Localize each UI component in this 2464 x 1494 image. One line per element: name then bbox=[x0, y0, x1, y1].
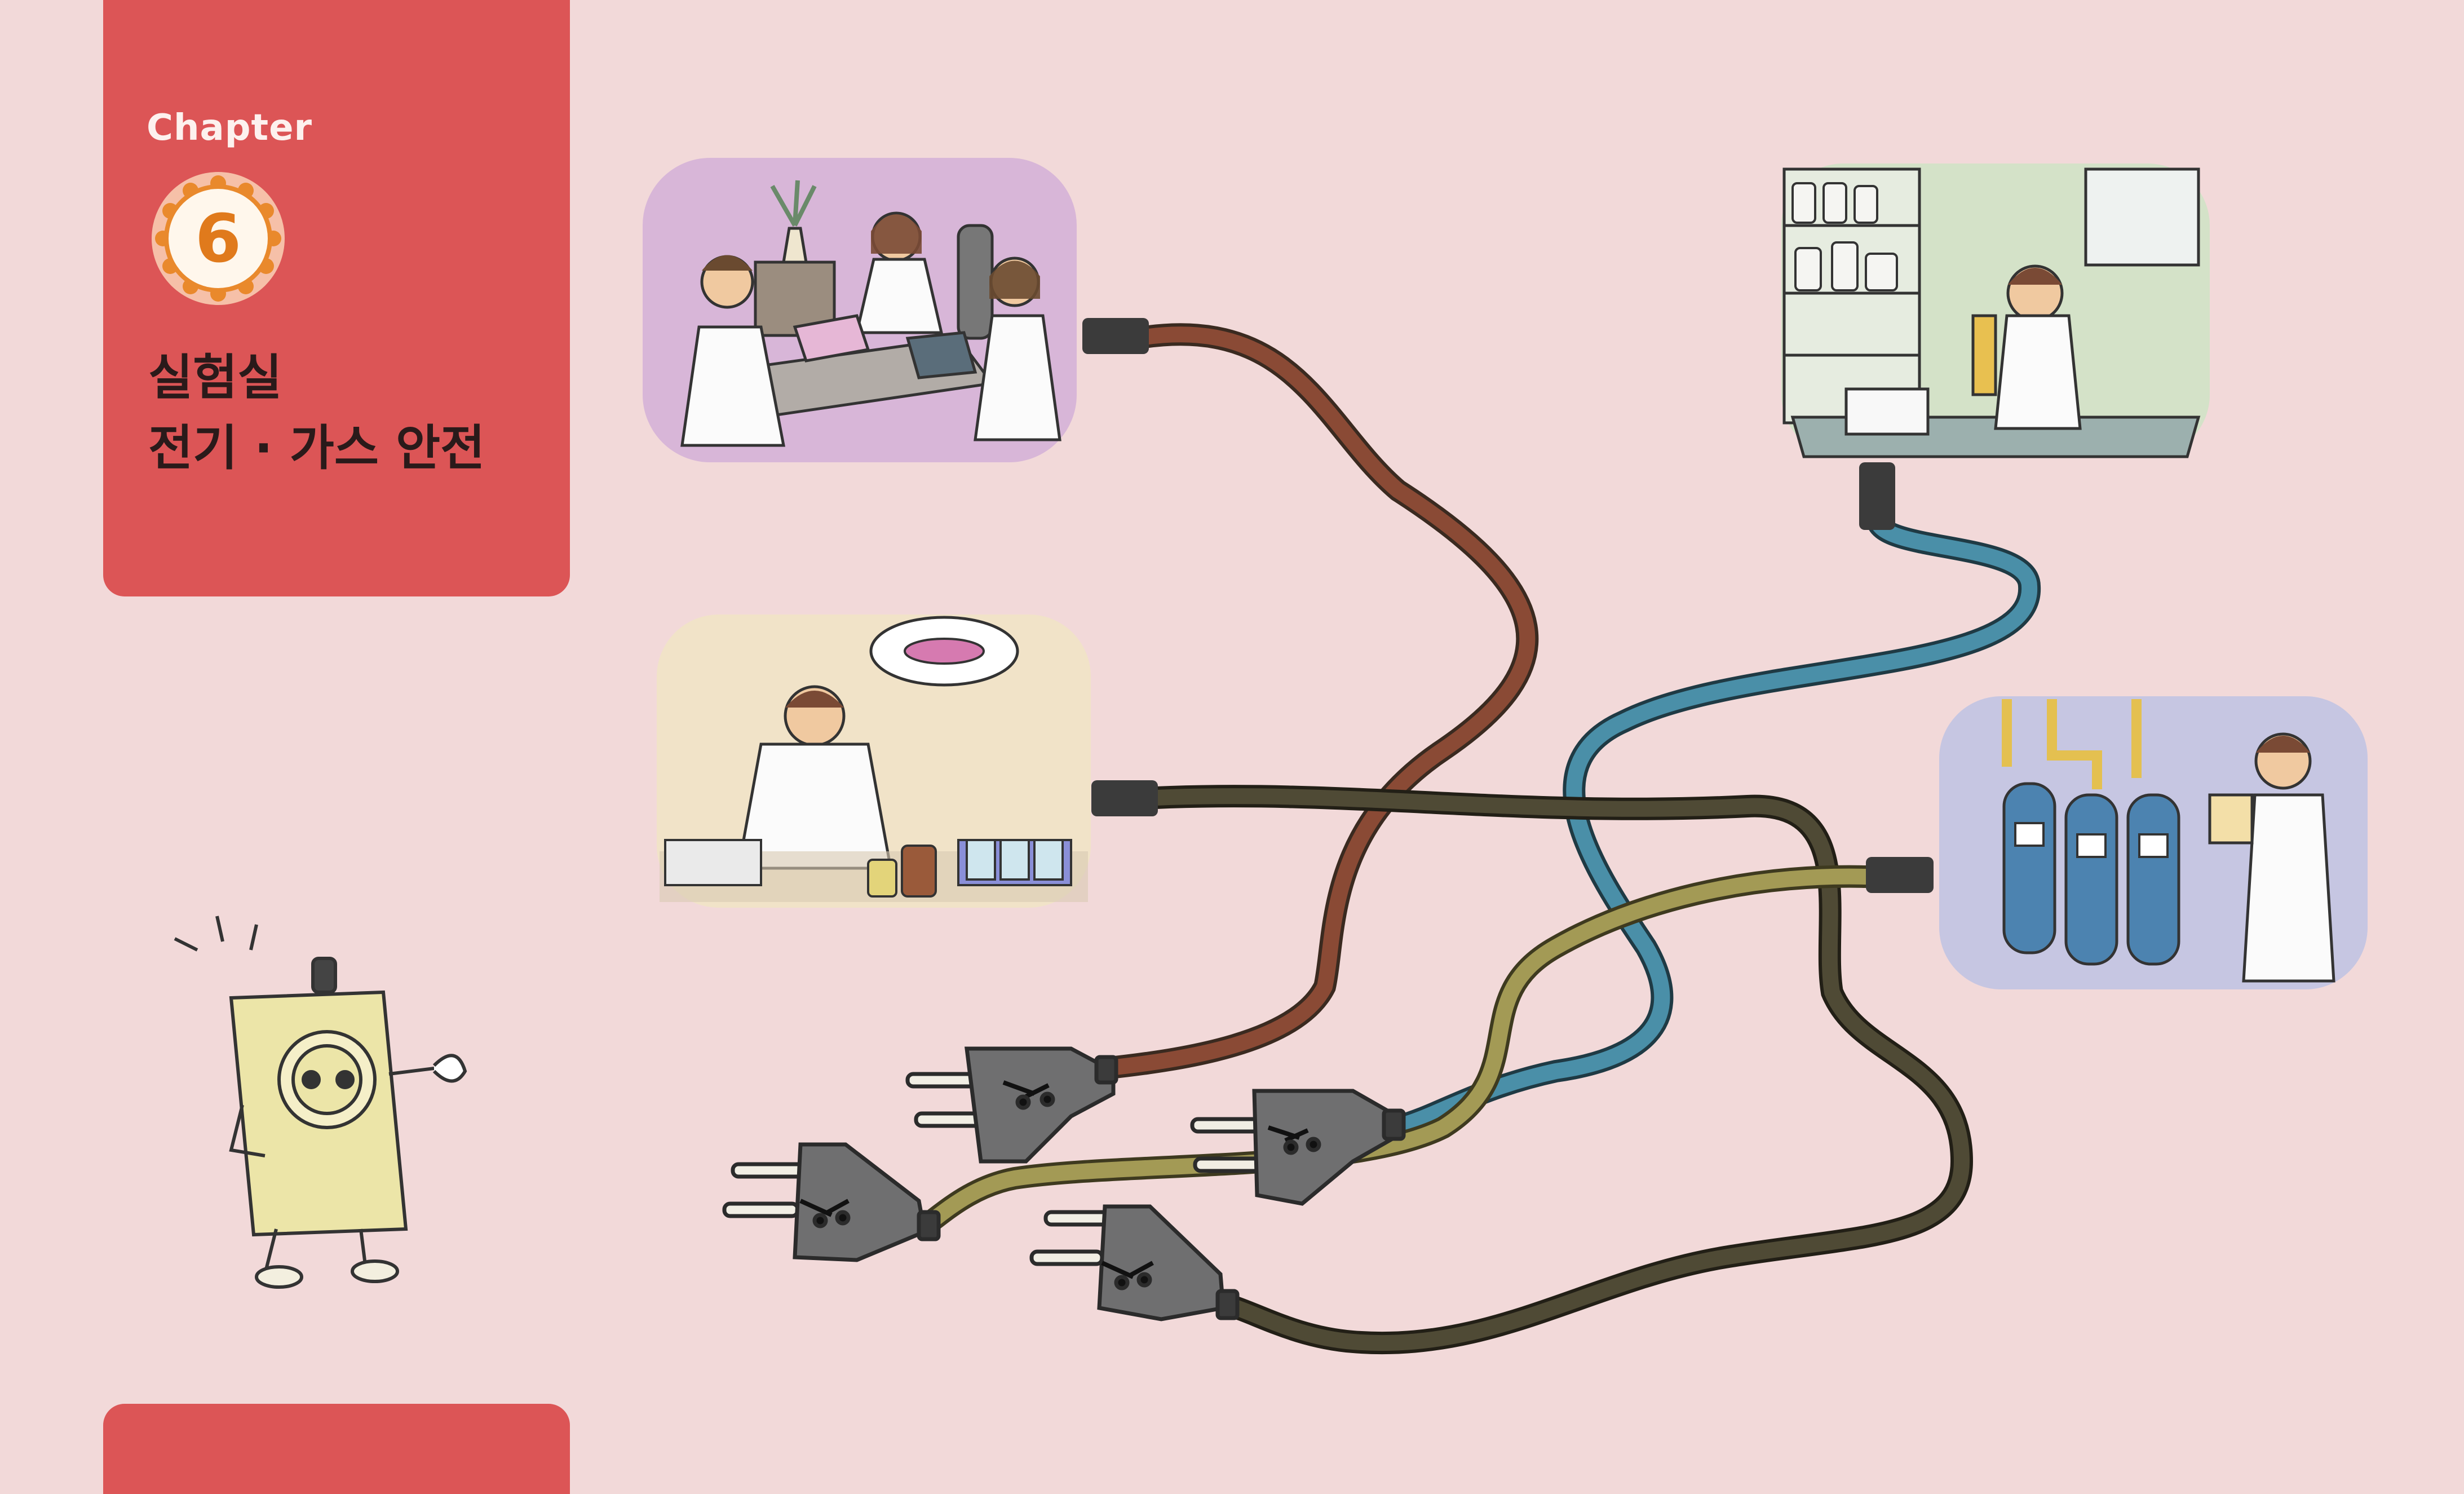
chapter-number: 6 bbox=[194, 200, 242, 277]
gas-cylinder-scene-illustration bbox=[1939, 696, 2368, 989]
petri-dish-scene-illustration bbox=[657, 615, 1091, 908]
meeting-scene-illustration bbox=[643, 158, 1077, 462]
microscope-scene-illustration bbox=[1781, 163, 2210, 458]
plug-a bbox=[905, 1046, 1118, 1164]
chapter-title-line-1: 실험실 bbox=[148, 350, 282, 406]
chapter-card: Chapter 6 실험실 전기 · 가스 안전 bbox=[103, 0, 570, 596]
plug-c bbox=[722, 1142, 941, 1262]
badge-scallop-icon bbox=[152, 172, 285, 305]
outlet-mascot-illustration bbox=[174, 916, 467, 1289]
connector-microscope bbox=[1859, 462, 1895, 530]
connector-petri bbox=[1091, 780, 1158, 816]
chapter-title-line-2: 전기 · 가스 안전 bbox=[148, 420, 485, 476]
chapter-title: 실험실 전기 · 가스 안전 bbox=[148, 343, 554, 484]
chapter-number-badge: 6 bbox=[151, 171, 286, 306]
connector-gas bbox=[1866, 857, 1934, 893]
plug-d bbox=[1029, 1204, 1240, 1321]
brown-cord bbox=[1094, 323, 1539, 1080]
chapter-label: Chapter bbox=[147, 107, 313, 149]
connector-meeting bbox=[1082, 318, 1149, 354]
plug-b bbox=[1190, 1089, 1406, 1206]
